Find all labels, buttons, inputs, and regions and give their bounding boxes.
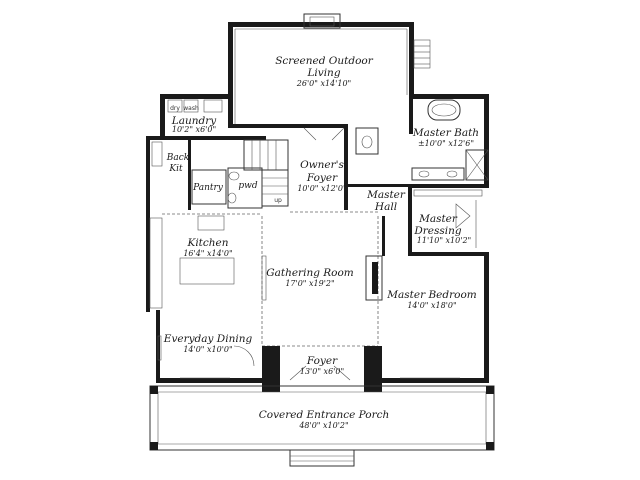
covered-porch: Covered Entrance Porch 48'0" x10'2" — [149, 385, 495, 467]
laundry-dims: 10'2" x6'0" — [172, 125, 216, 134]
owners-foyer-room: Owner's Foyer 10'0" x12'0" — [228, 124, 380, 213]
covered-porch-dims: 48'0" x10'2" — [298, 421, 348, 430]
washer-label: wash — [183, 105, 199, 112]
front-wall-right — [382, 378, 489, 383]
master-bedroom-room: Master Bedroom 14'0" x18'0" — [382, 216, 489, 382]
stair-up-label: up — [274, 197, 282, 204]
dryer-label: dry — [170, 105, 180, 112]
screened-outdoor-room: Screened Outdoor Living 26'0" x14'10" — [228, 13, 431, 126]
master-dressing-dims: 11'10" x10'2" — [417, 236, 471, 245]
master-hall-name-2: Hall — [374, 201, 397, 213]
kitchen-dims: 16'4" x14'0" — [183, 249, 232, 258]
gathering-room-name: Gathering Room — [266, 267, 354, 279]
foyer-name: Foyer — [306, 355, 338, 367]
back-kit-name-1: Back — [166, 153, 189, 163]
kitchen-name: Kitchen — [186, 237, 228, 249]
master-bedroom-dims: 14'0" x18'0" — [407, 301, 456, 310]
owners-foyer-name-1: Owner's — [300, 159, 344, 171]
pwd-name: pwd — [238, 181, 257, 191]
screened-outdoor-name-1: Screened Outdoor — [275, 55, 374, 67]
gathering-room: Gathering Room 17'0" x19'2" — [261, 216, 383, 347]
foyer-dims: 13'0" x6'0" — [300, 367, 344, 376]
master-hall-name-1: Master — [366, 189, 406, 201]
service-area: Back Kit Pantry pwd up — [146, 136, 289, 216]
foyer-room: Foyer 13'0" x6'0" — [262, 346, 382, 392]
master-dressing-name-2: Dressing — [413, 225, 462, 237]
everyday-dining-dims: 14'0" x10'0" — [183, 345, 232, 354]
covered-porch-name: Covered Entrance Porch — [259, 409, 390, 421]
master-bath-name: Master Bath — [412, 127, 479, 139]
master-bath-room: Master Bath ±10'0" x12'6" — [355, 94, 489, 186]
screened-outdoor-dims: 26'0" x14'10" — [296, 79, 351, 88]
master-bath-dims: ±10'0" x12'6" — [418, 139, 474, 148]
laundry-name: Laundry — [171, 115, 217, 127]
gathering-room-dims: 17'0" x19'2" — [285, 279, 334, 288]
master-dressing-room: Master Dressing 11'10" x10'2" — [408, 184, 489, 256]
owners-foyer-dims: 10'0" x12'0" — [297, 184, 346, 193]
master-bedroom-name: Master Bedroom — [386, 289, 477, 301]
owners-foyer-name-2: Foyer — [306, 172, 338, 184]
back-kit-name-2: Kit — [168, 164, 183, 174]
laundry-room: dry wash Laundry 10'2" x6'0" — [160, 94, 232, 138]
screened-outdoor-name-2: Living — [306, 67, 340, 79]
kitchen-room: Kitchen 16'4" x14'0" — [146, 213, 262, 312]
everyday-dining-name: Everyday Dining — [163, 333, 253, 345]
pantry-name: Pantry — [192, 183, 224, 193]
master-hall-area: Master Hall — [348, 184, 408, 213]
front-wall-left — [156, 378, 262, 383]
master-dressing-name-1: Master — [418, 213, 458, 225]
everyday-dining-room: Everyday Dining 14'0" x10'0" — [156, 310, 255, 382]
